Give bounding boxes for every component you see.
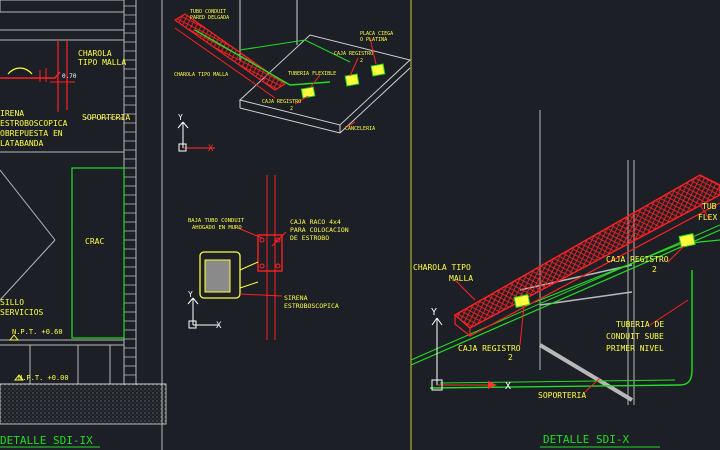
label-crac: CRAC: [85, 237, 104, 246]
label-charola-right-2: MALLA: [449, 274, 473, 283]
label-canceleria: CANCELERIA: [345, 126, 375, 132]
label-tuberia-2: CONDUIT SUBE: [606, 332, 664, 341]
label-caja-registro-top-num: 2: [290, 106, 293, 112]
label-pasillo-2: SERVICIOS: [0, 308, 44, 317]
right-panel-isometric: [410, 110, 720, 405]
title-sdi-ix: DETALLE SDI-IX: [0, 434, 93, 447]
right-panel-labels: CHAROLA TIPO MALLA CAJA REGISTRO 2 CAJA …: [413, 202, 717, 448]
label-placa-ciega-2: O PLATINA: [360, 37, 387, 43]
label-caja-raco-2: PARA COLOCACION: [290, 226, 349, 234]
left-panel-labels: CHAROLA TIPO MALLA 0.70 SOPORTERIA IRENA…: [0, 49, 130, 448]
label-sirena-1: IRENA: [0, 109, 24, 118]
ucs-icon-middle-bottom: Y X: [187, 290, 222, 331]
label-tubo-conduit-2: PARED DELGADA: [190, 15, 229, 21]
label-tuberia-1: TUBERIA DE: [616, 320, 664, 329]
left-panel-elevation: [0, 0, 167, 425]
label-charola-right-1: CHAROLA TIPO: [413, 263, 471, 272]
middle-top-labels: TUBO CONDUIT PARED DELGADA CHAROLA TIPO …: [174, 9, 393, 132]
label-charola: CHAROLA: [78, 49, 112, 58]
label-caja-raco-1: CAJA RACO 4x4: [290, 218, 341, 226]
label-soporteria-right: SOPORTERIA: [538, 391, 586, 400]
label-caja-registro-a: CAJA REGISTRO: [458, 344, 521, 353]
ucs-y-label: Y: [178, 113, 183, 122]
label-caja-raco-3: DE ESTROBO: [290, 234, 329, 242]
label-caja-registro-top-2: CAJA REGISTRO: [334, 51, 373, 57]
middle-bottom-sirena-detail: [199, 175, 287, 340]
label-npt-060: N.P.T. +0.60: [12, 328, 63, 336]
label-tubo-conduit-1: TUBO CONDUIT: [190, 9, 226, 15]
label-baja-tubo-2: AHOGADO EN MURO: [192, 225, 242, 231]
label-soporteria-left: SOPORTERIA: [82, 113, 130, 122]
label-placa-ciega-1: PLACA CIEGA: [360, 31, 393, 37]
label-charola-tipo: TIPO MALLA: [78, 58, 126, 67]
label-sirena-4: LATABANDA: [0, 139, 44, 148]
ucs-icon-middle-top: Y X: [177, 113, 215, 154]
ucs-icon-right: Y X: [431, 307, 511, 392]
ucs-y-label-2: Y: [188, 290, 193, 299]
label-pasillo-1: SILLO: [0, 298, 24, 307]
label-flex: FLEX: [698, 213, 717, 222]
label-charola-malla: CHAROLA TIPO MALLA: [174, 72, 228, 78]
ucs-y-label-3: Y: [431, 307, 437, 318]
label-baja-tubo-1: BAJA TUBO CONDUIT: [188, 218, 245, 224]
ucs-x-label: X: [208, 144, 214, 154]
label-sirena-2: ESTROBOSCOPICA: [0, 119, 68, 128]
label-tub: TUB: [702, 202, 717, 211]
label-sirena-middle-2: ESTROBOSCOPICA: [284, 302, 339, 310]
label-caja-registro-top: CAJA REGISTRO: [262, 99, 301, 105]
label-caja-registro-b: CAJA REGISTRO: [606, 255, 669, 264]
title-sdi-x: DETALLE SDI-X: [543, 433, 629, 446]
middle-top-isometric: [173, 0, 412, 134]
label-caja-registro-b-num: 2: [652, 265, 657, 274]
label-tuberia-3: PRIMER NIVEL: [606, 344, 664, 353]
label-tuberia-flexible: TUBERIA FLEXIBLE: [288, 71, 336, 77]
middle-bottom-labels: BAJA TUBO CONDUIT AHOGADO EN MURO CAJA R…: [188, 218, 349, 310]
label-sirena-middle-1: SIRENA: [284, 294, 308, 302]
ucs-x-label-3: X: [505, 381, 511, 392]
ucs-x-label-2: X: [216, 321, 222, 331]
label-caja-registro-top-2-num: 2: [360, 58, 363, 64]
dim-070: 0.70: [62, 73, 77, 80]
label-caja-registro-a-num: 2: [508, 353, 513, 362]
label-npt-000: N.P.T. +0.00: [18, 374, 69, 382]
label-sirena-3: OBREPUESTA EN: [0, 129, 63, 138]
